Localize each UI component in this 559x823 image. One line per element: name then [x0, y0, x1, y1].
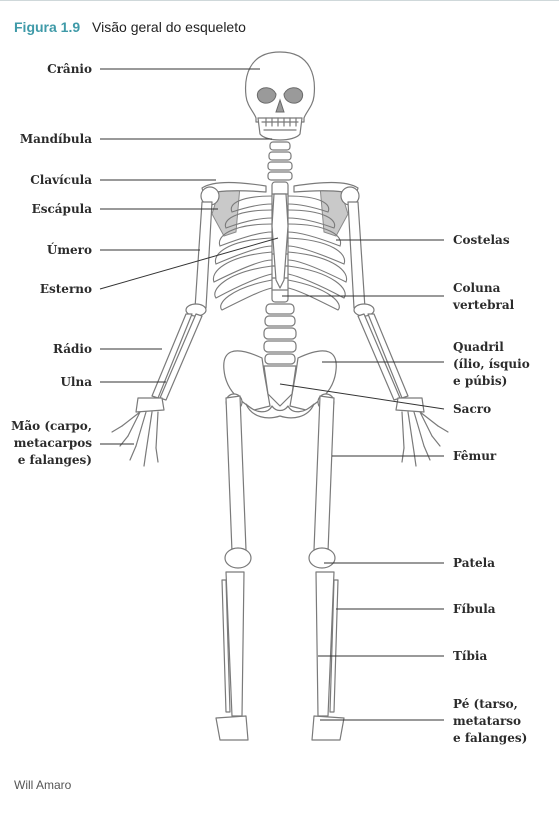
- label-ulna: Ulna: [60, 375, 92, 389]
- label-pe: Pé (tarso, metatarso e falanges): [453, 697, 528, 745]
- label-escapula: Escápula: [31, 202, 92, 216]
- label-cranio: Crânio: [47, 62, 92, 76]
- right-hand: [395, 397, 449, 467]
- label-umero: Úmero: [46, 243, 92, 257]
- image-credit: Will Amaro: [14, 778, 72, 792]
- skull: [244, 51, 316, 141]
- label-costelas: Costelas: [453, 233, 510, 247]
- label-fibula: Fíbula: [453, 602, 496, 616]
- leader-sacro: [279, 383, 445, 410]
- left-hand: [111, 397, 165, 467]
- rib-cage: [212, 193, 348, 311]
- figure-caption: Figura 1.9 Visão geral do esqueleto: [14, 19, 246, 35]
- label-femur: Fêmur: [453, 449, 497, 463]
- label-mao: Mão (carpo, metacarpos e falanges): [11, 419, 92, 467]
- label-clavicula: Clavícula: [30, 173, 92, 187]
- sternum: [271, 193, 289, 289]
- right-leg: [308, 395, 345, 741]
- top-rule: [0, 0, 559, 1]
- right-arm: [340, 186, 409, 401]
- label-tibia: Tíbia: [453, 649, 488, 663]
- label-quadril: Quadril (ílio, ísquio e púbis): [453, 340, 530, 388]
- label-coluna: Coluna vertebral: [453, 281, 515, 312]
- pelvis: [223, 350, 337, 419]
- figure-title: Visão geral do esqueleto: [92, 19, 246, 35]
- figure-number: Figura 1.9: [14, 19, 81, 35]
- label-radio: Rádio: [53, 342, 92, 356]
- leader-esterno: [99, 237, 279, 290]
- left-arm: [151, 186, 220, 401]
- label-patela: Patela: [453, 556, 495, 570]
- left-leg: [215, 395, 252, 741]
- label-mandibula: Mandíbula: [19, 132, 92, 146]
- label-esterno: Esterno: [39, 282, 92, 296]
- leader-lines: [99, 68, 445, 721]
- label-sacro: Sacro: [453, 402, 492, 416]
